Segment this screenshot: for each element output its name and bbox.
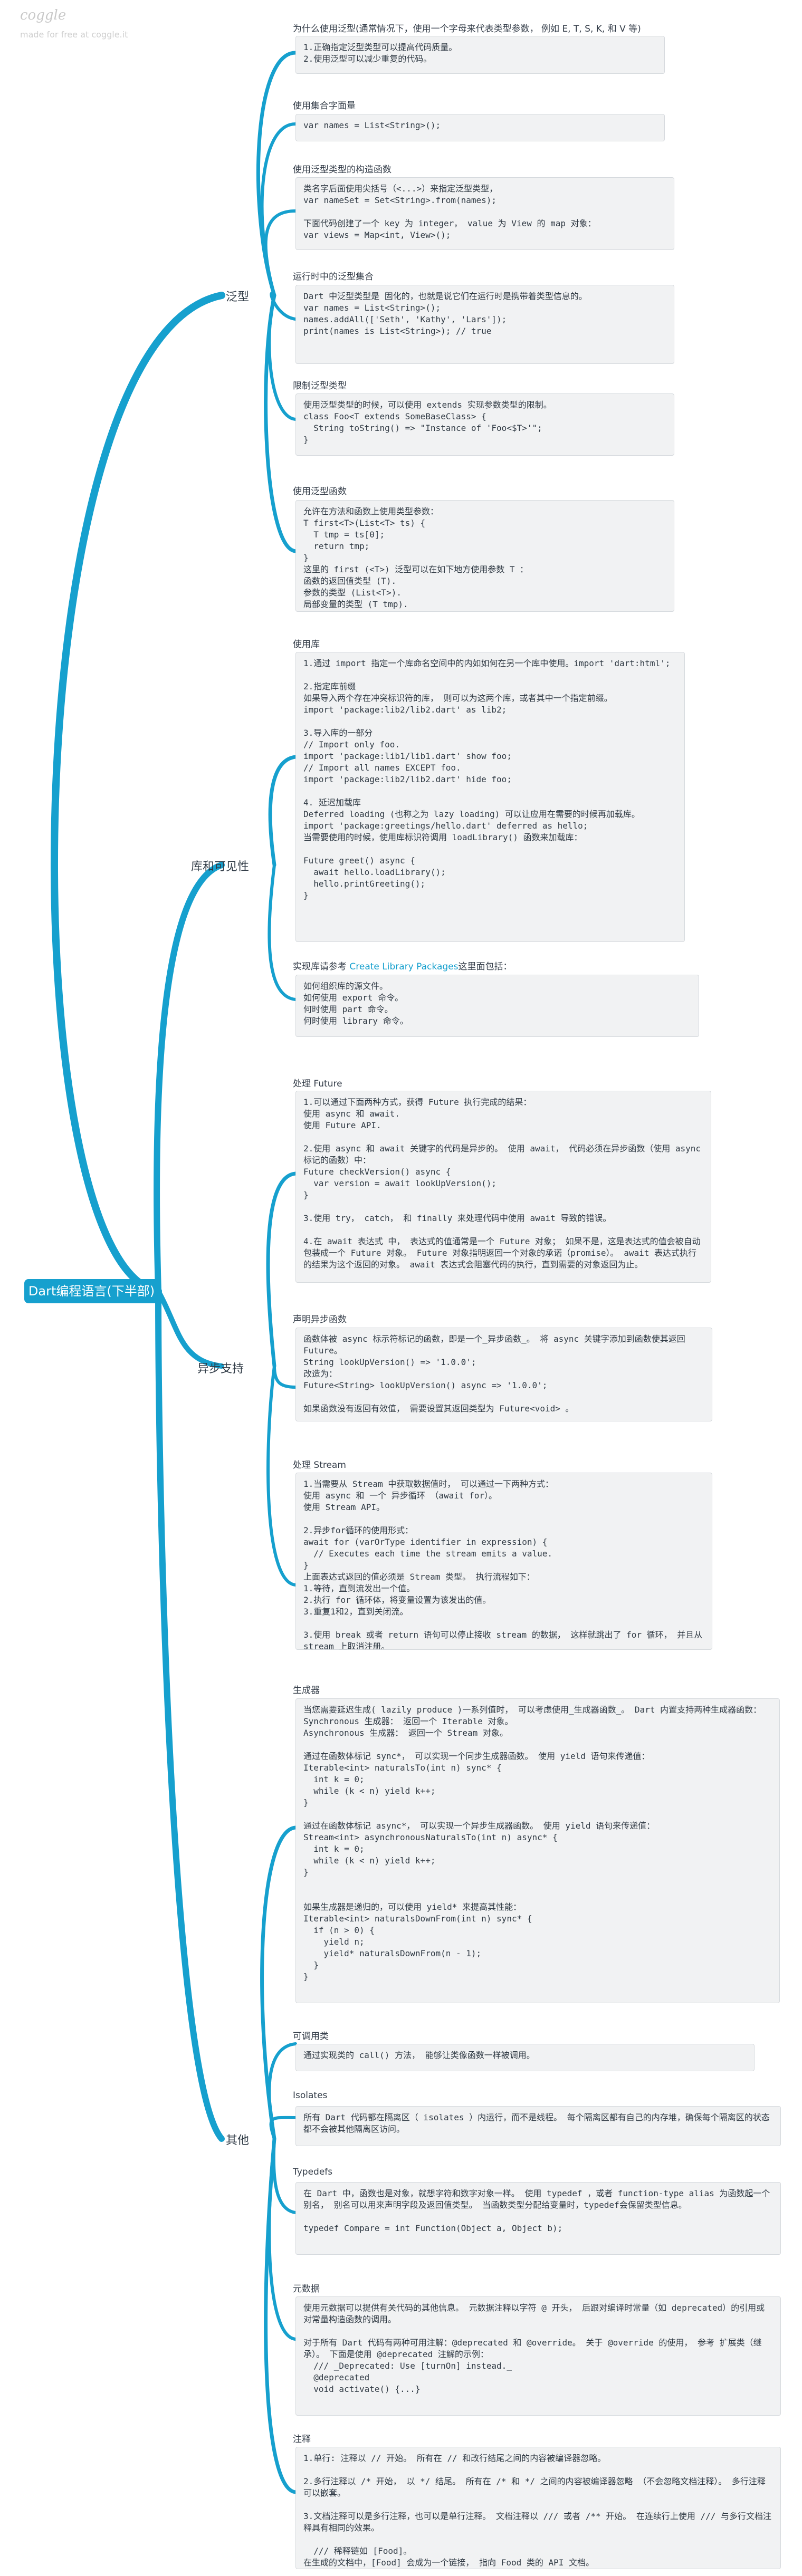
note-metadata[interactable]: 使用元数据可以提供有关代码的其他信息。 元数据注释以字符 @ 开头， 后跟对编译… bbox=[295, 2296, 781, 2416]
note-typedefs[interactable]: 在 Dart 中，函数也是对象，就想字符和数字对象一样。 使用 typedef … bbox=[295, 2182, 781, 2255]
branch-libs[interactable]: 库和可见性 bbox=[191, 860, 250, 873]
note-handle-future[interactable]: 1.可以通过下面两种方式，获得 Future 执行完成的结果： 使用 async… bbox=[295, 1091, 711, 1283]
library-packages-prefix: 实现库请参考 bbox=[293, 962, 350, 972]
leaf-title-metadata: 元数据 bbox=[293, 2284, 320, 2294]
library-packages-suffix: 这里面包括： bbox=[458, 962, 512, 972]
note-isolates[interactable]: 所有 Dart 代码都在隔离区（ isolates ）内运行，而不是线程。 每个… bbox=[295, 2106, 781, 2146]
connector-l1 bbox=[268, 755, 298, 867]
create-library-packages-link[interactable]: Create Library Packages bbox=[349, 962, 459, 972]
note-using-libraries[interactable]: 1.通过 import 指定一个库命名空间中的内如如何在另一个库中使用。impo… bbox=[295, 652, 685, 942]
root-node[interactable]: Dart编程语言(下半部) bbox=[24, 1279, 159, 1303]
note-comments[interactable]: 1.单行: 注释以 // 开始。 所有在 // 和改行结尾之间的内容被编译器忽略… bbox=[295, 2447, 781, 2569]
connector-a1 bbox=[266, 1171, 298, 1368]
leaf-title-generators: 生成器 bbox=[293, 1685, 320, 1696]
connector-root-libs bbox=[154, 862, 225, 1294]
note-collection-literal[interactable]: var names = List<String>(); bbox=[295, 114, 665, 141]
coggle-logo: coggle bbox=[20, 7, 66, 23]
connector-o2 bbox=[268, 2042, 297, 2140]
connector-g6 bbox=[264, 293, 298, 553]
branch-async[interactable]: 异步支持 bbox=[197, 1362, 244, 1376]
connector-a3 bbox=[266, 1364, 297, 1587]
branch-generics[interactable]: 泛型 bbox=[226, 291, 250, 304]
note-restrict-generics[interactable]: 使用泛型类型的时候，可以使用 extends 实现参数类型的限制。 class … bbox=[295, 393, 674, 456]
note-handle-stream[interactable]: 1.当需要从 Stream 中获取数据值时， 可以通过一下两种方式： 使用 as… bbox=[295, 1473, 712, 1650]
leaf-title-why-generics: 为什么使用泛型(通常情况下，使用一个字母来代表类型参数， 例如 E, T, S,… bbox=[293, 24, 641, 34]
connector-root-generics bbox=[51, 292, 225, 1295]
connector-l2 bbox=[268, 863, 297, 1001]
leaf-title-async-functions: 声明异步函数 bbox=[293, 1314, 347, 1325]
branch-other[interactable]: 其他 bbox=[226, 2134, 250, 2147]
connector-g3 bbox=[264, 209, 297, 297]
connector-o3 bbox=[269, 2116, 297, 2140]
note-library-packages[interactable]: 如何组织库的源文件。 如何使用 export 命令。 何时使用 part 命令。… bbox=[295, 975, 699, 1037]
leaf-title-runtime-generics: 运行时中的泛型集合 bbox=[293, 272, 374, 282]
note-why-generics[interactable]: 1.正确指定泛型类型可以提高代码质量。 2.使用泛型可以减少重复的代码。 bbox=[295, 36, 665, 74]
connector-o4 bbox=[272, 2137, 297, 2214]
note-generators[interactable]: 当您需要延迟生成( lazily produce )一系列值时， 可以考虑使用_… bbox=[295, 1698, 780, 2003]
leaf-title-using-libraries: 使用库 bbox=[293, 639, 320, 650]
note-callable-class[interactable]: 通过实现类的 call() 方法， 能够让类像函数一样被调用。 bbox=[295, 2044, 755, 2071]
connector-o6 bbox=[264, 2137, 298, 2494]
coggle-tagline: made for free at coggle.it bbox=[20, 30, 128, 40]
leaf-title-generic-functions: 使用泛型函数 bbox=[293, 486, 347, 497]
leaf-title-typedefs: Typedefs bbox=[293, 2167, 333, 2177]
note-runtime-generics[interactable]: Dart 中泛型类型是 固化的，也就是说它们在运行时是携带着类型信息的。 var… bbox=[295, 285, 674, 364]
connector-a2 bbox=[273, 1364, 297, 1389]
leaf-title-handle-stream: 处理 Stream bbox=[293, 1460, 346, 1470]
connector-o1 bbox=[260, 1825, 298, 2141]
connector-root-async bbox=[156, 1289, 224, 1369]
leaf-title-collection-literal: 使用集合字面量 bbox=[293, 101, 356, 111]
leaf-title-restrict-generics: 限制泛型类型 bbox=[293, 381, 347, 391]
leaf-title-generic-constructor: 使用泛型类型的构造函数 bbox=[293, 165, 392, 175]
leaf-title-handle-future: 处理 Future bbox=[293, 1079, 342, 1089]
leaf-title-isolates: Isolates bbox=[293, 2090, 328, 2101]
connector-root-other bbox=[155, 1288, 225, 2142]
note-async-functions[interactable]: 函数体被 async 标示符标记的函数，即是一个_异步函数_。 将 async … bbox=[295, 1328, 712, 1421]
leaf-title-callable-class: 可调用类 bbox=[293, 2031, 329, 2042]
note-generic-constructor[interactable]: 类名字后面使用尖括号（<...>）来指定泛型类型， var nameSet = … bbox=[295, 177, 674, 250]
note-generic-functions[interactable]: 允许在方法和函数上使用类型参数： T first<T>(List<T> ts) … bbox=[295, 500, 674, 612]
leaf-title-comments: 注释 bbox=[293, 2434, 311, 2445]
leaf-title-library-packages: 实现库请参考 Create Library Packages这里面包括： bbox=[293, 959, 512, 972]
